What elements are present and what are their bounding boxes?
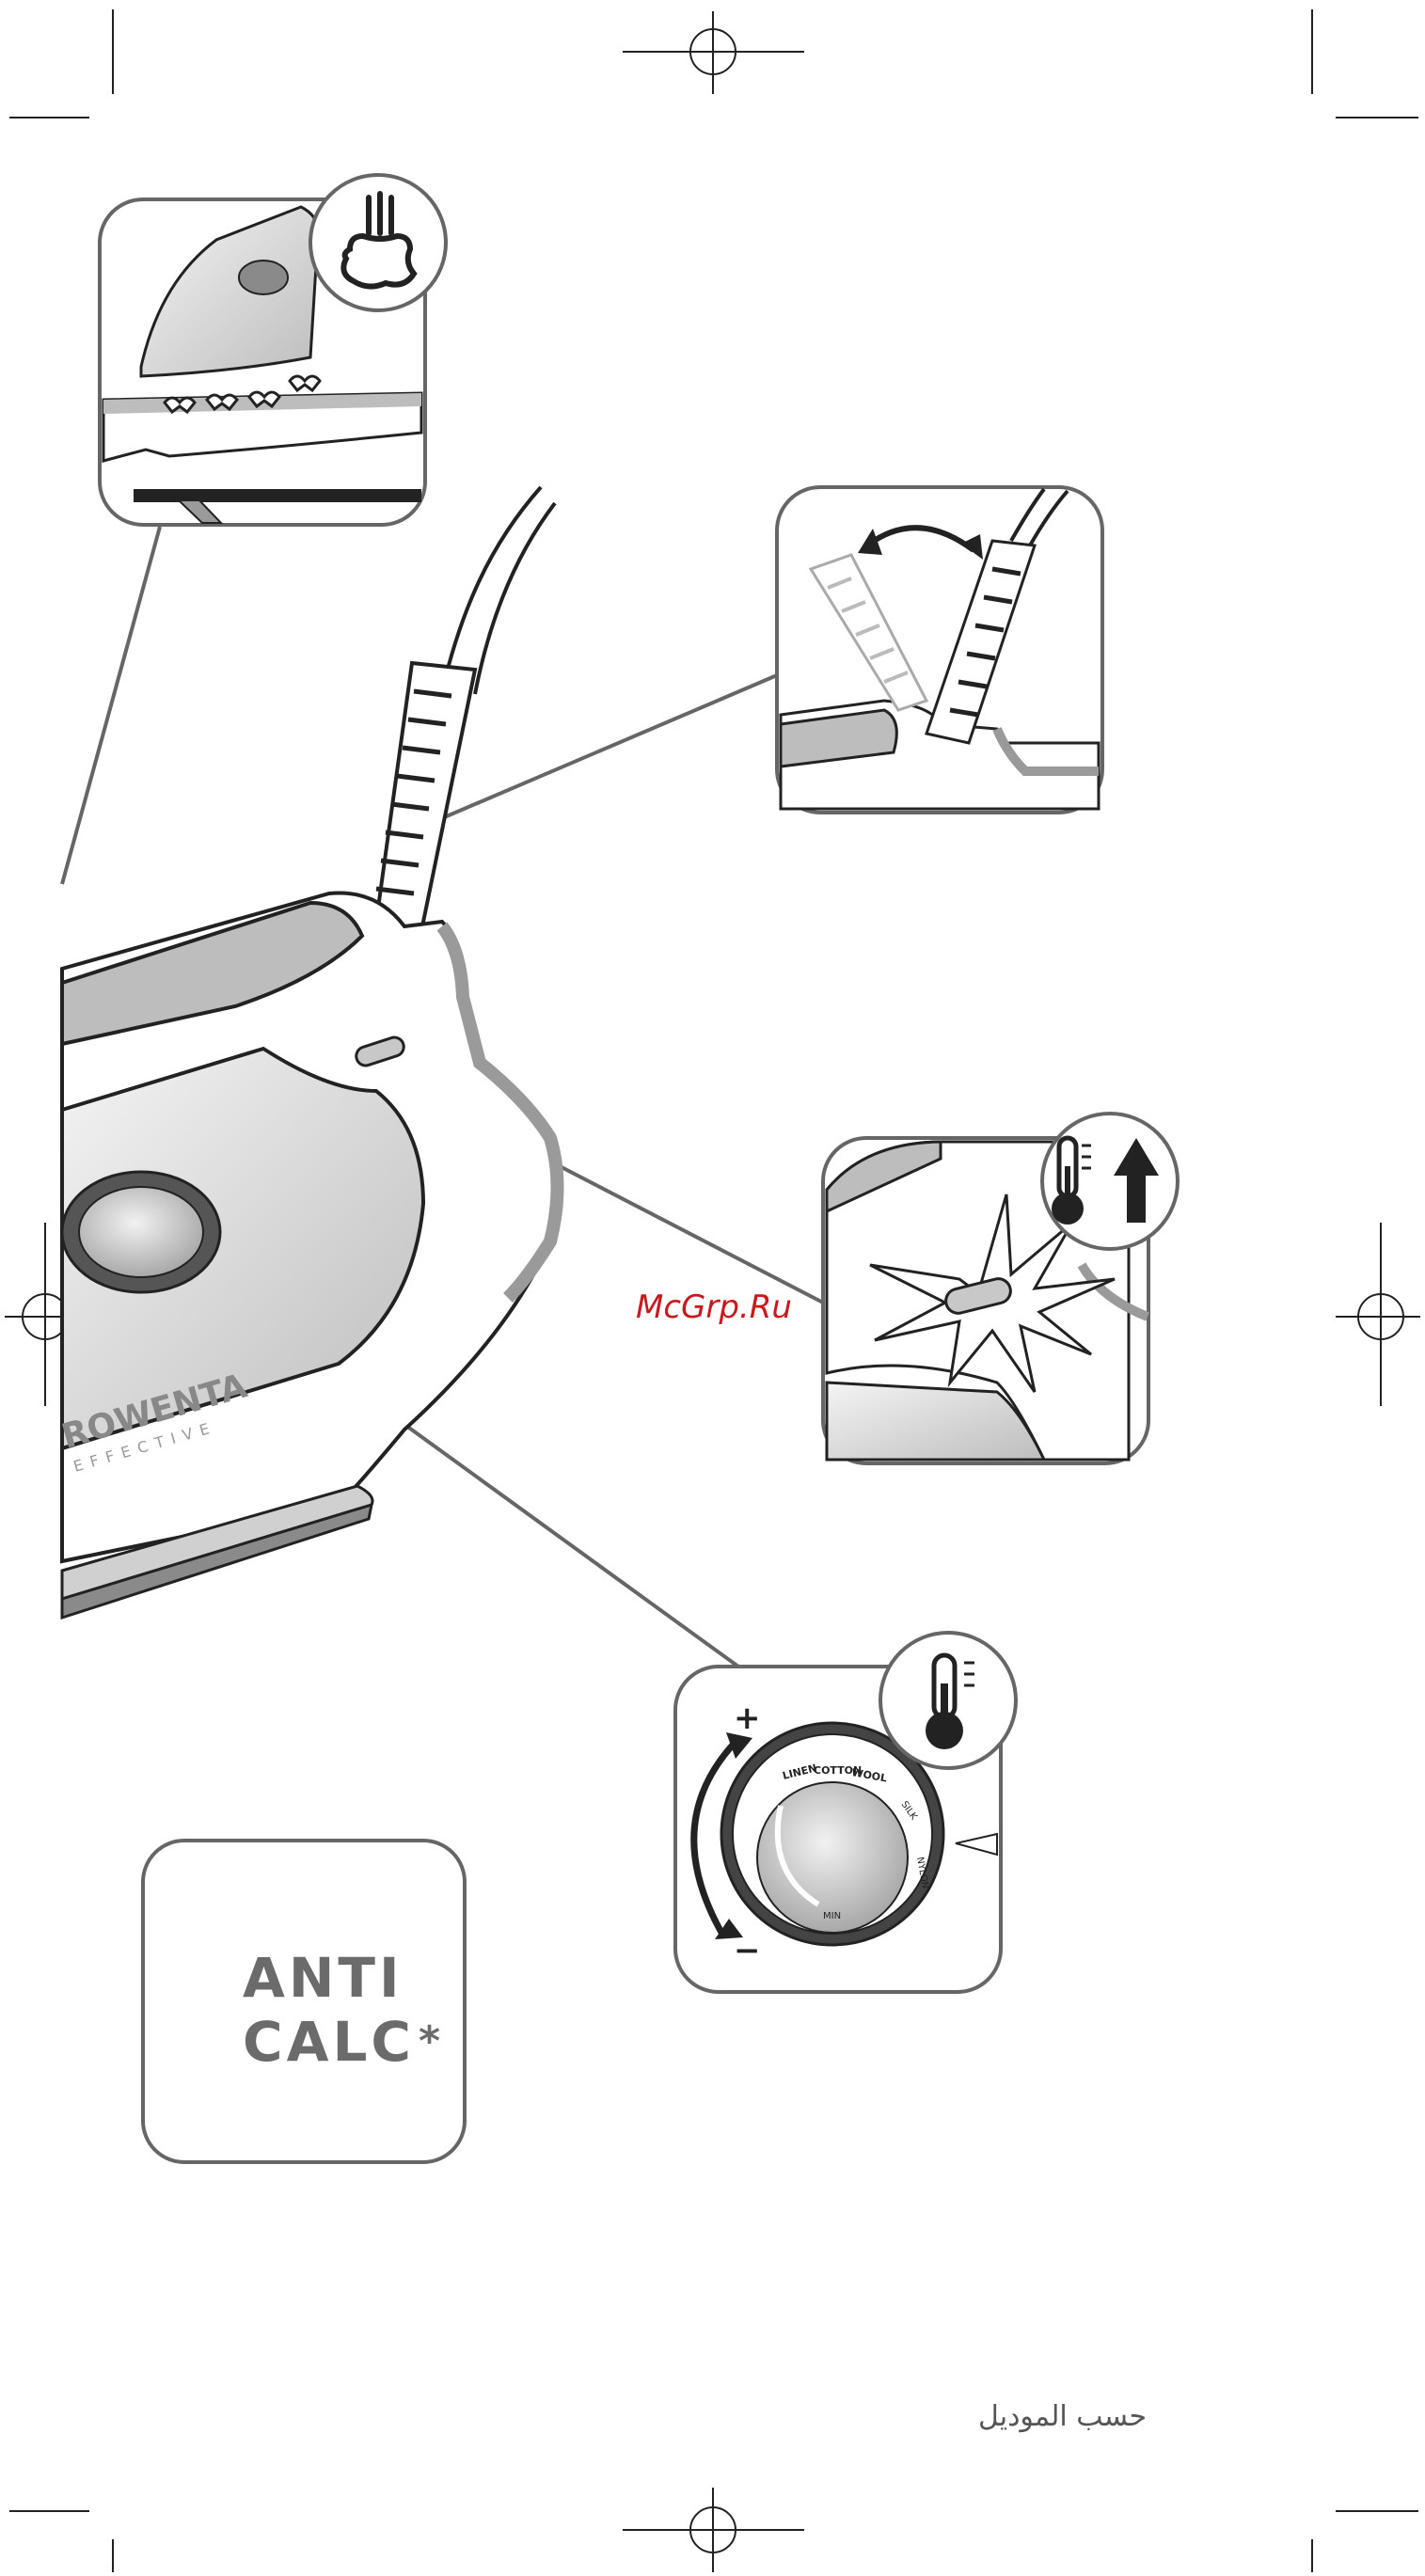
dial-label-min: MIN: [823, 1911, 841, 1921]
anti-calc-asterisk: *: [419, 2017, 444, 2065]
anti-calc-line2: CALC: [243, 2010, 415, 2074]
iron-illustration: ROWENTA EFFECTIVE: [57, 487, 557, 1618]
panel-temperature-dial: LINEN COTTON WOOL SILK NYLON MIN + −: [675, 1633, 1016, 1992]
watermark: McGrp.Ru: [636, 1288, 792, 1326]
panel-thermostat-light: [823, 1114, 1178, 1463]
anti-calc-panel: ANTI CALC*: [141, 1839, 467, 2164]
registration-mark-bottom: [623, 2488, 804, 2572]
anti-calc-line1: ANTI: [243, 1946, 444, 2010]
panel-cord-swivel: [777, 487, 1102, 813]
registration-mark-top: [623, 11, 804, 94]
dial-plus-label: +: [734, 1699, 761, 1737]
registration-mark-right: [1336, 1223, 1420, 1406]
panel-steam: [100, 175, 446, 525]
model-footnote: حسب الموديل: [978, 2400, 1147, 2433]
dial-minus-label: −: [734, 1932, 761, 1969]
